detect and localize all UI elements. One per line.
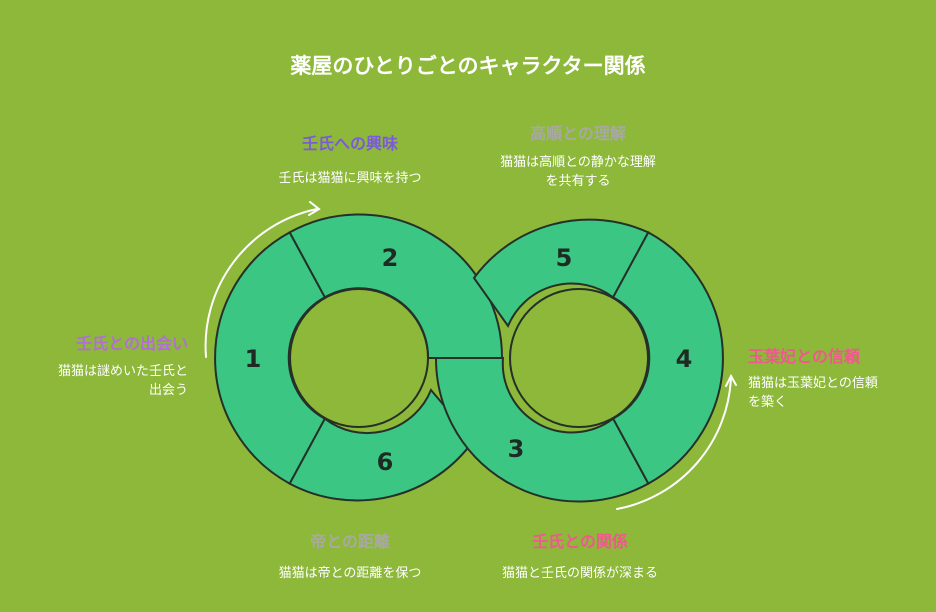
- curved-arrow-icon: [725, 373, 737, 387]
- segment-number-5: 5: [556, 244, 573, 272]
- curved-arrow-icon: [308, 201, 321, 216]
- label-segment-5: 高順との理解: [530, 124, 626, 143]
- desc-segment-5-line-1: 猫猫は高順との静かな理解: [500, 155, 656, 170]
- desc-segment-5: 猫猫は高順との静かな理解 を共有する: [478, 153, 678, 191]
- segment-number-3: 3: [508, 435, 525, 463]
- desc-segment-4-line-1: 猫猫は玉葉妃との信頼: [748, 376, 878, 391]
- desc-segment-2: 壬氏は猫猫に興味を持つ: [240, 169, 460, 188]
- label-segment-2: 壬氏への興味: [301, 134, 398, 153]
- segment-1: [214, 231, 327, 485]
- desc-segment-6-line-1: 猫猫は帝との距離を保つ: [278, 566, 422, 581]
- segment-number-1: 1: [245, 345, 262, 373]
- segment-number-2: 2: [382, 244, 399, 272]
- label-segment-1: 壬氏との出会い: [76, 334, 188, 353]
- desc-segment-5-line-2: を共有する: [545, 174, 611, 189]
- desc-segment-3-line-1: 猫猫と壬氏の関係が深まる: [501, 566, 658, 581]
- desc-segment-1: 猫猫は謎めいた壬氏と 出会う: [20, 362, 188, 400]
- right-ring-hole: [509, 288, 649, 428]
- desc-segment-3: 猫猫と壬氏の関係が深まる: [470, 564, 690, 583]
- label-segment-3: 壬氏との関係: [532, 532, 628, 551]
- desc-segment-1-line-1: 猫猫は謎めいた壬氏と: [57, 364, 188, 379]
- desc-segment-1-line-2: 出会う: [148, 383, 188, 398]
- curved-arrow-icon: [204, 208, 318, 358]
- left-ring-hole: [289, 288, 429, 428]
- segment-4: [611, 231, 724, 485]
- desc-segment-4: 猫猫は玉葉妃との信頼 を築く: [748, 374, 928, 412]
- label-segment-6: 帝との距離: [310, 532, 390, 551]
- diagram-title: 薬屋のひとりごとのキャラクター関係: [290, 54, 646, 78]
- desc-segment-2-line-1: 壬氏は猫猫に興味を持つ: [278, 171, 422, 186]
- label-segment-4: 玉葉妃との信頼: [748, 347, 860, 366]
- segment-3: [434, 357, 650, 503]
- segment-number-6: 6: [377, 448, 394, 476]
- curved-arrow-icon: [616, 376, 732, 510]
- desc-segment-4-line-2: を築く: [748, 395, 788, 410]
- desc-segment-6: 猫猫は帝との距離を保つ: [250, 564, 450, 583]
- segment-number-4: 4: [676, 345, 693, 373]
